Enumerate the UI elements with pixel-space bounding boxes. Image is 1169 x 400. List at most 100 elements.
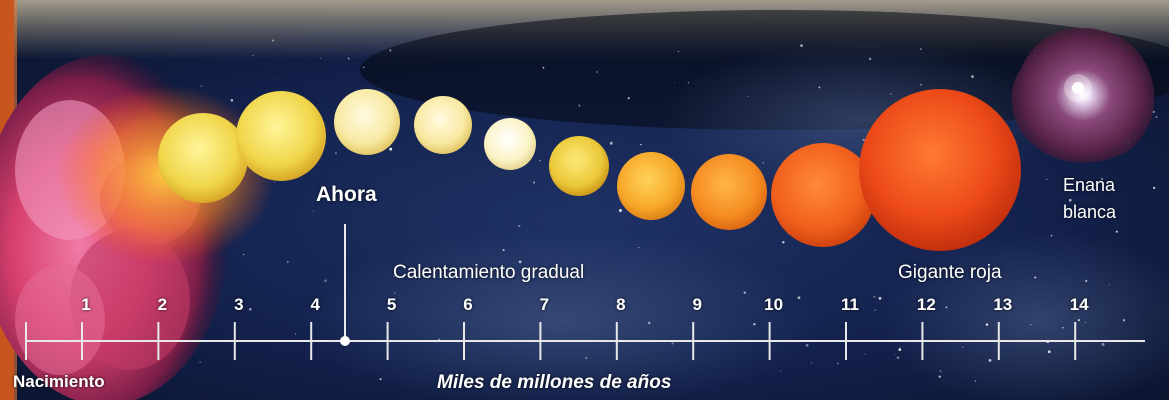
background-star xyxy=(677,50,679,53)
background-star xyxy=(389,49,392,52)
background-star xyxy=(938,375,941,378)
background-star xyxy=(939,370,942,372)
background-star xyxy=(899,346,901,348)
background-star xyxy=(638,246,640,249)
now-marker-dot xyxy=(340,336,350,346)
white-dwarf-label-line2: blanca xyxy=(1063,202,1117,222)
background-star xyxy=(1050,234,1053,237)
background-star xyxy=(393,275,395,277)
background-star xyxy=(671,342,674,345)
background-star xyxy=(985,323,989,326)
tick-label-12: 12 xyxy=(916,295,936,314)
tick-label-3: 3 xyxy=(234,295,244,314)
background-star xyxy=(363,66,365,69)
background-star xyxy=(873,295,876,298)
background-star xyxy=(619,209,622,212)
background-star xyxy=(584,356,588,360)
background-star xyxy=(533,181,536,184)
background-star xyxy=(864,353,866,355)
background-star xyxy=(271,39,275,42)
background-star xyxy=(252,55,254,56)
background-star xyxy=(313,210,314,212)
background-star xyxy=(896,356,900,360)
gradual-heating-label: Calentamiento gradual xyxy=(393,262,585,283)
background-star xyxy=(542,66,545,69)
sun-stage-2-icon xyxy=(236,91,326,181)
background-star xyxy=(518,225,521,228)
timeline-axis xyxy=(25,224,1145,360)
background-star xyxy=(1046,178,1048,181)
background-star xyxy=(920,48,922,50)
background-star xyxy=(1108,284,1110,286)
tick-label-6: 6 xyxy=(463,295,473,314)
background-star xyxy=(230,99,234,102)
tick-label-8: 8 xyxy=(616,295,626,314)
red-giant-label: Gigante roja xyxy=(898,262,1002,283)
background-star xyxy=(988,359,992,362)
background-star xyxy=(753,323,756,326)
background-star xyxy=(800,44,803,47)
background-star xyxy=(862,138,865,142)
sun-stage-9-icon xyxy=(771,143,875,247)
background-star xyxy=(1100,177,1104,181)
background-star xyxy=(780,370,782,372)
background-star xyxy=(878,296,882,300)
background-star xyxy=(1122,319,1126,322)
background-star xyxy=(609,141,613,145)
background-star xyxy=(1077,319,1080,322)
background-star xyxy=(805,343,809,347)
sun-stage-7-icon xyxy=(617,152,685,220)
background-star xyxy=(894,353,896,355)
birth-label: Nacimiento xyxy=(13,372,105,391)
background-star xyxy=(797,296,801,300)
background-star xyxy=(1155,115,1158,119)
background-star xyxy=(1084,322,1087,324)
background-star xyxy=(782,241,785,244)
background-star xyxy=(199,361,201,364)
background-star xyxy=(320,57,321,59)
background-star xyxy=(648,321,651,325)
background-star xyxy=(249,308,252,311)
background-star xyxy=(1047,350,1051,354)
sun-stage-5-icon xyxy=(484,118,536,170)
background-star xyxy=(811,362,812,364)
now-label: Ahora xyxy=(316,183,377,206)
background-star xyxy=(596,71,598,73)
sun-stage-4-icon xyxy=(414,96,472,154)
background-star xyxy=(762,161,765,164)
background-star xyxy=(389,147,393,151)
background-star xyxy=(502,249,505,252)
sun-young-icon xyxy=(158,113,248,203)
background-star xyxy=(379,378,382,381)
tick-label-2: 2 xyxy=(157,295,168,314)
background-star xyxy=(1030,324,1032,326)
sun-stage-6-icon xyxy=(549,136,609,196)
tick-label-5: 5 xyxy=(386,295,397,314)
white-dwarf-icon xyxy=(1011,27,1155,163)
background-star xyxy=(627,96,630,100)
background-star xyxy=(743,291,746,294)
background-star xyxy=(242,253,245,256)
tick-label-11: 11 xyxy=(841,295,859,314)
background-star xyxy=(347,57,350,60)
background-star xyxy=(1062,326,1064,329)
tick-label-7: 7 xyxy=(539,295,550,314)
tick-label-4: 4 xyxy=(310,295,320,314)
background-star xyxy=(974,380,976,382)
background-star xyxy=(898,348,902,351)
red-giant-icon xyxy=(859,89,1021,251)
background-star xyxy=(1068,198,1072,202)
sun-stage-8-icon xyxy=(691,154,767,230)
background-star xyxy=(518,260,522,264)
background-star xyxy=(1153,186,1156,190)
background-star xyxy=(578,104,581,107)
background-star xyxy=(334,152,337,155)
axis-unit-label: Miles de millones de años xyxy=(437,372,672,393)
background-star xyxy=(868,57,872,61)
background-star xyxy=(818,86,821,89)
sun-stage-3-icon xyxy=(334,89,400,155)
white-dwarf-label: Enana blanca xyxy=(1063,172,1133,226)
tick-label-9: 9 xyxy=(692,295,702,314)
background-star xyxy=(286,261,289,263)
white-dwarf-label-line1: Enana xyxy=(1063,175,1116,195)
